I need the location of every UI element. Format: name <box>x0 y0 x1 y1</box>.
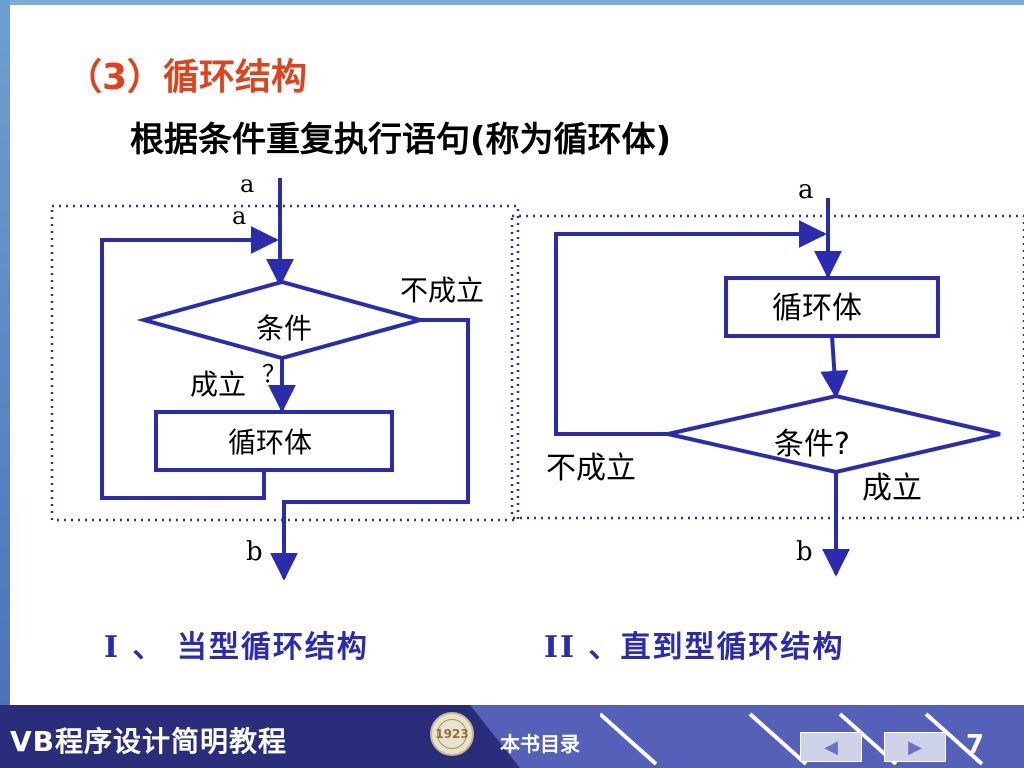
slide-title: （3）循环结构 <box>66 57 308 98</box>
slide-subtitle: 根据条件重复执行语句(称为循环体) <box>130 120 672 160</box>
while-label-true: 成立 <box>190 368 246 401</box>
course-title: VB程序设计简明教程 <box>10 725 288 758</box>
until-body-text: 循环体 <box>772 291 862 326</box>
while-body-box <box>154 410 394 472</box>
previous-slide-button[interactable]: ◀ <box>800 732 862 762</box>
until-loop-dotted-frame <box>510 214 1024 520</box>
next-slide-button[interactable]: ▶ <box>884 732 946 762</box>
while-loop-dotted-frame <box>50 204 520 522</box>
until-loop-caption: II 、直到型循环结构 <box>544 630 845 665</box>
while-label-b: b <box>246 537 263 567</box>
while-body-text: 循环体 <box>228 426 312 459</box>
until-condition-text: 条件? <box>774 427 850 462</box>
page-number: 7 <box>966 730 985 760</box>
while-loop-caption: I 、 当型循环结构 <box>104 630 369 665</box>
loop-flowcharts: a a 条件 ？ 不成立 成立 循环体 b a 循环体 条件? 不成立 成立 b <box>50 170 1024 581</box>
until-label-true: 成立 <box>862 471 922 506</box>
table-of-contents-link[interactable]: 本书目录 <box>500 732 580 756</box>
top-accent-bar <box>0 0 1024 5</box>
until-label-b: b <box>796 537 813 567</box>
next-arrow-icon: ▶ <box>908 736 922 758</box>
left-accent-bar <box>0 0 10 705</box>
while-loop-back-arrow <box>100 226 279 500</box>
while-exit-arrow <box>270 318 470 581</box>
until-body-box <box>724 276 940 338</box>
while-label-false: 不成立 <box>400 274 484 307</box>
while-condition-text: 条件 <box>256 312 312 345</box>
while-label-a-inner: a <box>232 202 246 230</box>
prev-arrow-icon: ◀ <box>824 736 838 758</box>
seal-text: 1923 <box>435 719 469 749</box>
while-condition-question: ？ <box>262 360 286 388</box>
until-label-a: a <box>798 175 814 205</box>
until-label-false: 不成立 <box>546 451 636 486</box>
while-label-a-top: a <box>240 170 254 198</box>
university-seal-icon: 1923 <box>430 712 474 756</box>
until-condition-diamond <box>667 393 1001 475</box>
until-loop-back-arrow <box>554 220 827 436</box>
until-body-to-condition-arrow <box>820 335 849 399</box>
